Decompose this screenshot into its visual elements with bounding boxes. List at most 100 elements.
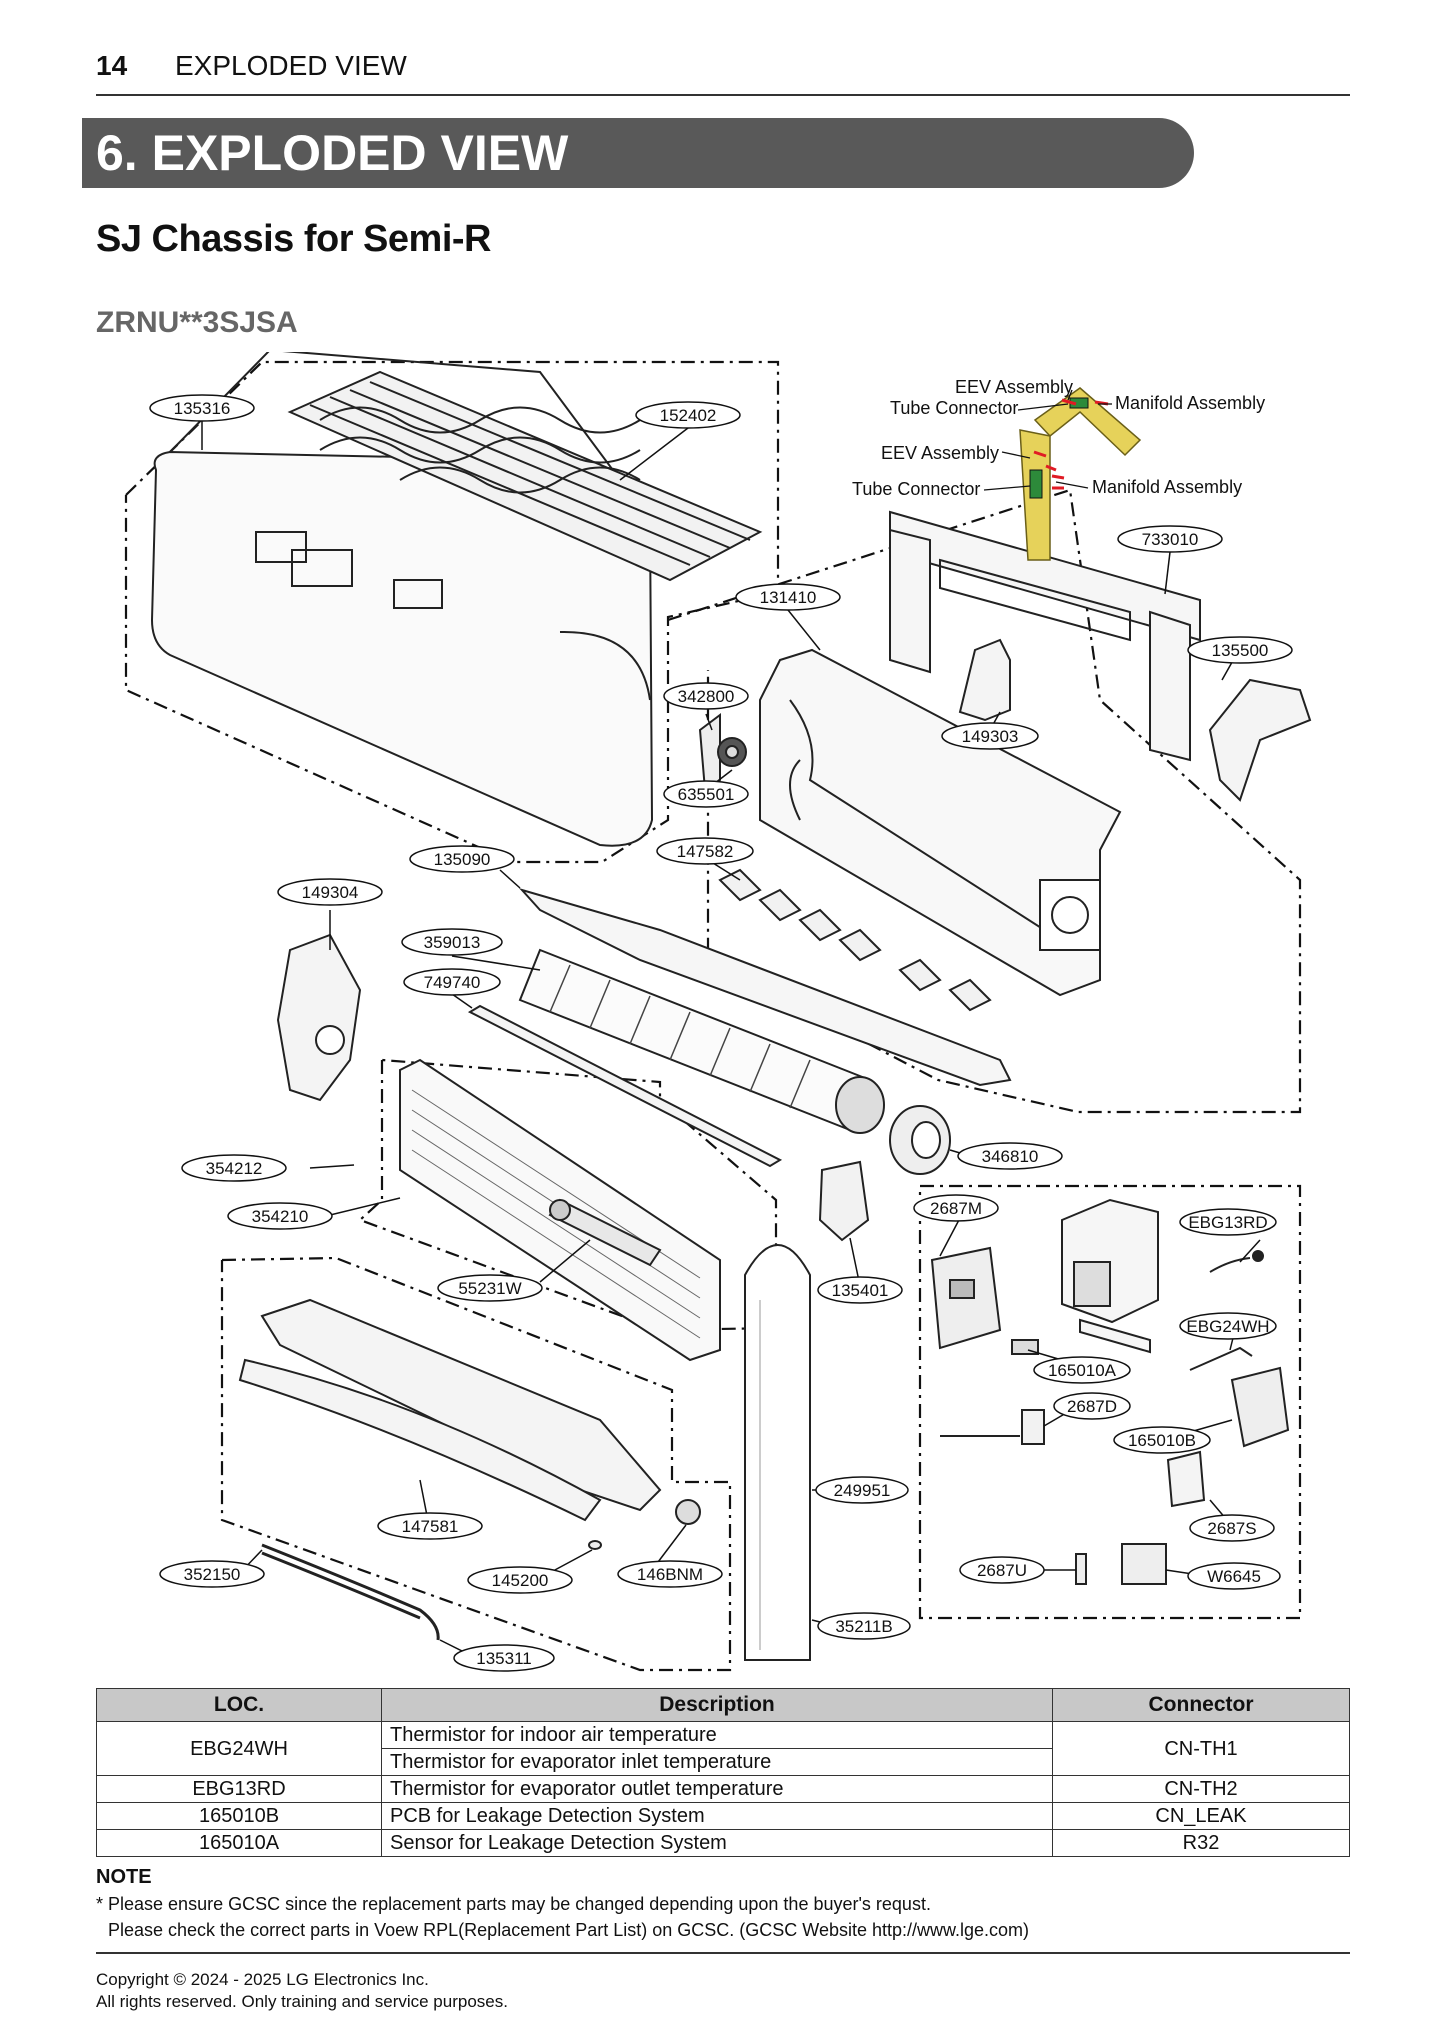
holder-part [818, 1160, 870, 1242]
callout-label: 147582 [677, 842, 734, 861]
callout-359013: 359013 [401, 928, 503, 956]
evaporator-group-outline [357, 1058, 778, 1332]
control-box-group-outline [918, 1184, 1302, 1620]
callout-149304: 149304 [277, 878, 383, 906]
callout-label: 352150 [184, 1565, 241, 1584]
callout-ebg24wh: EBG24WH [1179, 1312, 1277, 1340]
callout-label: 146BNM [637, 1565, 703, 1584]
drain-hose-part [261, 1543, 440, 1641]
thermistor-ebg24wh-part [1189, 1346, 1253, 1371]
callout-oval [1189, 1514, 1275, 1542]
callout-label: 249951 [834, 1481, 891, 1500]
callout-135401: 135401 [817, 1276, 903, 1304]
duct-part [518, 888, 1012, 1087]
callout-oval [1187, 636, 1293, 664]
connector-cell: CN-TH2 [1052, 1775, 1350, 1803]
callout-oval [1033, 1356, 1131, 1384]
callout-oval [617, 1560, 723, 1588]
callout-oval [959, 1556, 1045, 1584]
callout-label: 342800 [678, 687, 735, 706]
callout-label: 147581 [402, 1517, 459, 1536]
table-row: EBG24WH Thermistor for indoor air temper… [96, 1721, 1350, 1776]
callout-oval [1179, 1312, 1277, 1340]
eev-assembly-label-mid: EEV Assembly [881, 443, 999, 463]
callout-label: 131410 [760, 588, 817, 607]
callout-oval [1179, 1208, 1277, 1236]
callout-2687m: 2687M [913, 1194, 999, 1222]
callout-label: 135090 [434, 850, 491, 869]
callout-label: 354212 [206, 1159, 263, 1178]
callout-label: 346810 [982, 1147, 1039, 1166]
table-row: 165010B PCB for Leakage Detection System… [96, 1802, 1350, 1830]
callout-ebg13rd: EBG13RD [1179, 1208, 1277, 1236]
callout-152402: 152402 [635, 401, 741, 429]
table-row: 165010A Sensor for Leakage Detection Sys… [96, 1829, 1350, 1857]
chassis-part [759, 648, 1122, 997]
callout-label: 165010A [1048, 1361, 1117, 1380]
section-banner: 6. EXPLODED VIEW [82, 118, 1194, 188]
description-cell: Thermistor for indoor air temperature [381, 1721, 1053, 1749]
callout-label: 165010B [1128, 1431, 1196, 1450]
pipe-insulation-part [744, 1244, 811, 1661]
description-cell: Thermistor for evaporator inlet temperat… [381, 1748, 1053, 1776]
footer-divider [96, 1952, 1350, 1954]
callout-146bnm: 146BNM [617, 1560, 723, 1588]
callout-label: 135401 [832, 1281, 889, 1300]
note-line-1: * Please ensure GCSC since the replaceme… [96, 1894, 931, 1914]
callout-label: 149303 [962, 727, 1019, 746]
callout-55231w: 55231W [437, 1274, 543, 1302]
motor-part [698, 713, 747, 792]
table-row: EBG13RD Thermistor for evaporator outlet… [96, 1775, 1350, 1803]
col-header-description: Description [381, 1688, 1053, 1722]
callout-35211b: 35211B [817, 1612, 911, 1640]
exploded-view-diagram: EEV Assembly Tube Connector Manifold Ass… [124, 352, 1312, 1672]
callout-749740: 749740 [403, 968, 501, 996]
callout-oval [913, 1194, 999, 1222]
back-plate-part [889, 510, 1201, 762]
callout-label: 35211B [835, 1617, 892, 1636]
running-header: EXPLODED VIEW [175, 50, 407, 81]
callout-label: 2687S [1207, 1519, 1256, 1538]
callout-label: 149304 [302, 883, 359, 902]
callout-354210: 354210 [227, 1202, 333, 1230]
loc-cell: 165010A [96, 1829, 382, 1857]
callout-label: 152402 [660, 406, 717, 425]
callout-oval [1113, 1426, 1211, 1454]
callout-249951: 249951 [815, 1476, 909, 1504]
control-box-part [1061, 1198, 1159, 1354]
callout-label: EBG13RD [1188, 1213, 1267, 1232]
table-row: Thermistor for evaporator inlet temperat… [97, 1748, 1350, 1776]
callout-147582: 147582 [656, 837, 754, 865]
callout-135316: 135316 [149, 394, 255, 422]
callout-oval [635, 401, 741, 429]
callout-label: 55231W [458, 1279, 521, 1298]
connector-table: LOC. Description Connector EBG24WH Therm… [96, 1688, 1350, 1857]
connector-cell: CN-TH1 [1052, 1721, 1350, 1776]
loc-cell: EBG13RD [96, 1775, 382, 1803]
callout-oval [941, 722, 1039, 750]
callout-label: 749740 [424, 973, 481, 992]
model-number: ZRNU**3SJSA [96, 306, 298, 339]
callout-131410: 131410 [735, 583, 841, 611]
table-header-row: LOC. Description Connector [96, 1688, 1350, 1722]
manifold-assembly-label-bottom: Manifold Assembly [1092, 477, 1242, 497]
callout-342800: 342800 [663, 682, 749, 710]
chassis-subtitle: SJ Chassis for Semi-R [96, 218, 491, 260]
guide-part [467, 1004, 783, 1168]
callout-165010a: 165010A [1033, 1356, 1131, 1384]
callout-149303: 149303 [941, 722, 1039, 750]
callout-oval [149, 394, 255, 422]
drain-pan-part [238, 1298, 662, 1522]
callout-346810: 346810 [957, 1142, 1063, 1170]
callout-oval [453, 1644, 555, 1672]
callout-2687s: 2687S [1189, 1514, 1275, 1542]
callout-2687u: 2687U [959, 1556, 1045, 1584]
callout-oval [401, 928, 503, 956]
header-divider [96, 94, 1350, 96]
callout-oval [1187, 1562, 1281, 1590]
callout-oval [377, 1512, 483, 1540]
callout-oval [1117, 525, 1223, 553]
eev-assembly-label-top: EEV Assembly [955, 377, 1073, 397]
callout-oval [663, 682, 749, 710]
callout-oval [1053, 1392, 1131, 1420]
